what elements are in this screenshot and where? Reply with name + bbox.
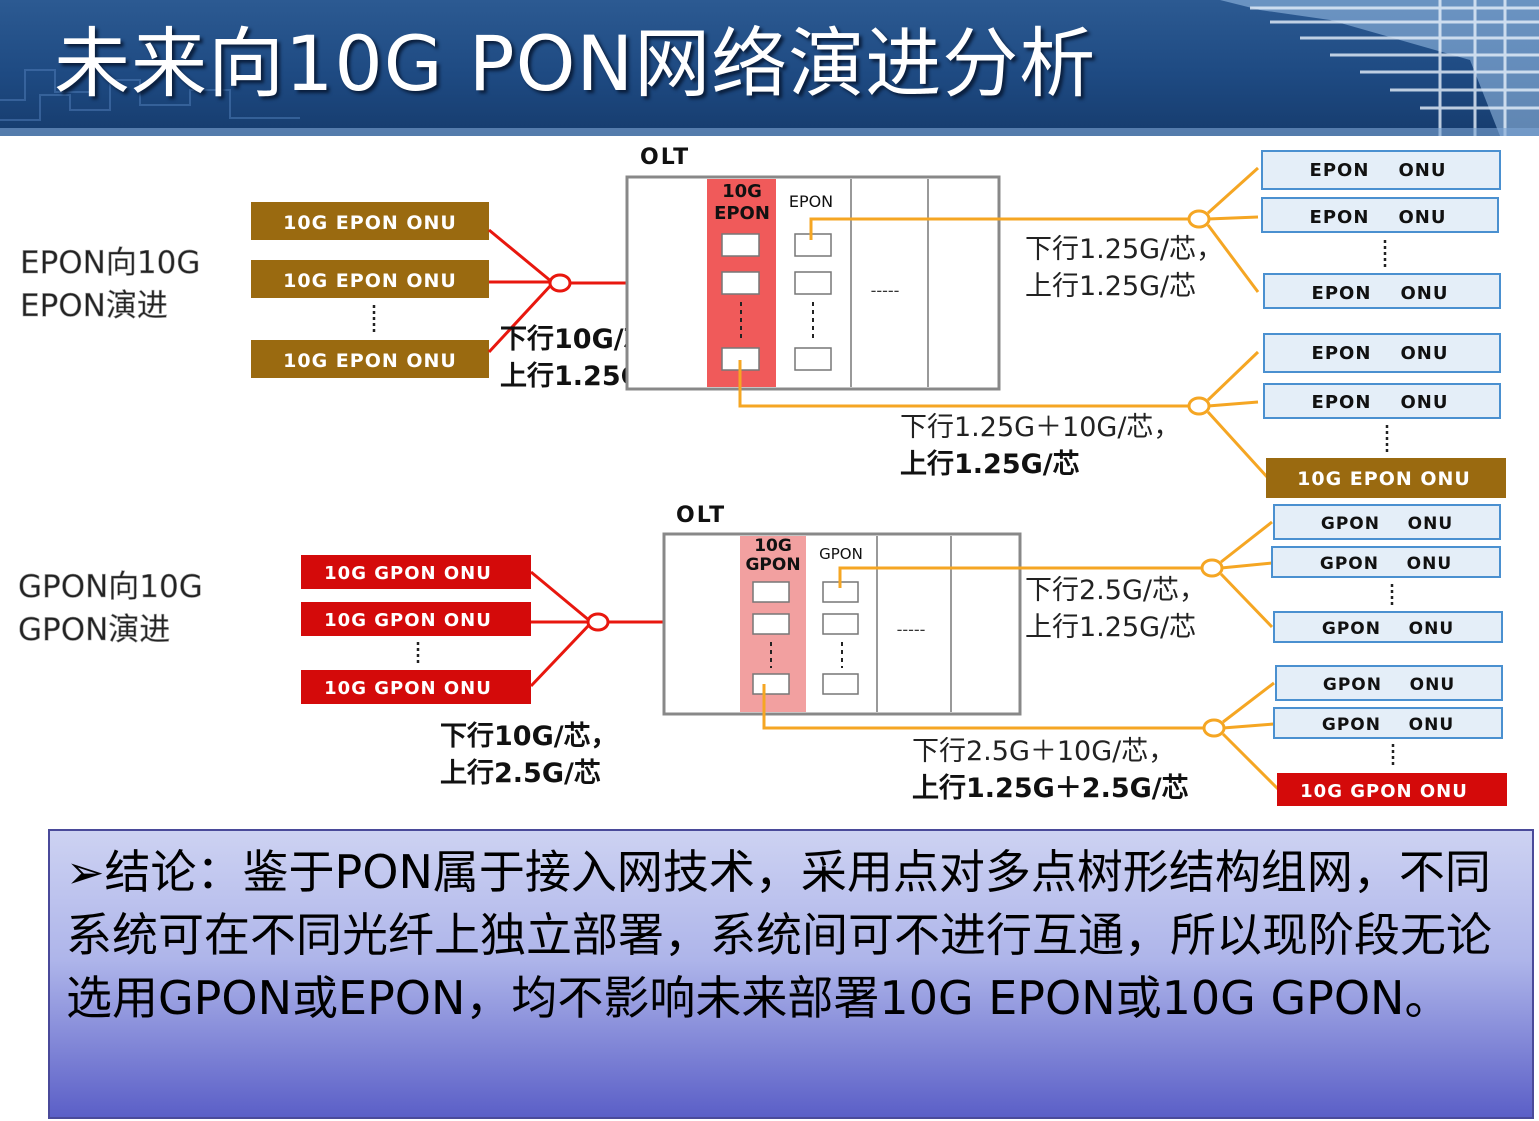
epon-right-onu-2: EPON ONU bbox=[1261, 197, 1499, 233]
gpon-right-top-rate-line2: 上行1.25G/芯 bbox=[1025, 612, 1196, 643]
epon-right-bottom-rate-line2: 上行1.25G/芯 bbox=[900, 448, 1080, 480]
epon-right-onu-6: 10G EPON ONU bbox=[1266, 458, 1506, 498]
epon-right-onu-5: EPON ONU bbox=[1263, 383, 1501, 419]
epon-right-onu-1-label: EPON ONU bbox=[1310, 160, 1447, 181]
gpon-port bbox=[822, 673, 859, 695]
gpon-left-onu-1: 10G GPON ONU bbox=[301, 555, 531, 589]
epon-right-onu-3: EPON ONU bbox=[1263, 273, 1501, 309]
epon-right-onu-1: EPON ONU bbox=[1261, 150, 1501, 190]
epon-splitter-icon bbox=[1187, 209, 1211, 229]
gpon-olt-chassis: 10G GPON GPON ----- bbox=[662, 532, 1022, 716]
gpon-olt-dashes: ----- bbox=[897, 620, 926, 639]
epon-right-onu-5-label: EPON ONU bbox=[1312, 392, 1449, 413]
epon-port bbox=[794, 271, 832, 295]
epon-olt-label: OLT bbox=[640, 145, 690, 170]
epon-left-onu-3: 10G EPON ONU bbox=[251, 340, 489, 378]
gpon-section-label-line1: GPON向10G bbox=[18, 569, 203, 605]
epon-port bbox=[794, 233, 832, 257]
epon-fiber-lines bbox=[738, 166, 1270, 480]
conclusion-box: ➢结论：鉴于PON属于接入网技术，采用点对多点树形结构组网，不同系统可在不同光纤… bbox=[48, 829, 1534, 1119]
gpon-right-onu-5-label: GPON ONU bbox=[1322, 715, 1454, 735]
gpon-right-onu-3: GPON ONU bbox=[1273, 611, 1503, 643]
gpon-right-onu-6: 10G GPON ONU bbox=[1277, 773, 1507, 806]
gpon-left-rate-line2: 上行2.5G/芯 bbox=[440, 757, 601, 789]
gpon-left-onu-3-label: 10G GPON ONU bbox=[324, 678, 492, 699]
epon-10g-port bbox=[721, 271, 760, 295]
epon-right-onu-4: EPON ONU bbox=[1263, 333, 1501, 373]
gpon-10g-slot-label-line2: GPON bbox=[745, 555, 800, 575]
gpon-olt-label: OLT bbox=[676, 503, 726, 528]
gpon-left-onu-3: 10G GPON ONU bbox=[301, 670, 531, 704]
gpon-right-onu-2: GPON ONU bbox=[1271, 546, 1501, 578]
epon-olt-chassis: 10G EPON EPON ----- bbox=[625, 175, 1001, 391]
gpon-left-onu-2: 10G GPON ONU bbox=[301, 602, 531, 636]
epon-10g-slot-label-line1: 10G bbox=[722, 181, 762, 202]
gpon-right-onu-3-label: GPON ONU bbox=[1322, 619, 1454, 639]
gpon-10g-port bbox=[752, 581, 790, 603]
epon-right-onu-4-label: EPON ONU bbox=[1312, 343, 1449, 364]
epon-left-onu-1: 10G EPON ONU bbox=[251, 202, 489, 240]
epon-left-onu-1-label: 10G EPON ONU bbox=[283, 212, 457, 234]
gpon-left-rate-line1: 下行10G/芯， bbox=[440, 720, 618, 752]
epon-right-top-rate-line2: 上行1.25G/芯 bbox=[1025, 271, 1196, 302]
gpon-splitter-icon bbox=[1200, 558, 1224, 578]
epon-10g-slot-label-line2: EPON bbox=[714, 203, 770, 224]
gpon-left-onu-1-label: 10G GPON ONU bbox=[324, 563, 492, 584]
epon-10g-port bbox=[721, 233, 760, 257]
gpon-10g-port bbox=[752, 673, 790, 695]
gpon-10g-splitter-icon bbox=[586, 612, 610, 632]
evolution-diagram: EPON向10G EPON演进 10G EPON ONU 10G EPON ON… bbox=[18, 145, 1507, 806]
epon-10g-splitter-icon bbox=[548, 273, 572, 293]
epon-port bbox=[794, 347, 832, 371]
gpon-right-onu-4-label: GPON ONU bbox=[1323, 675, 1455, 695]
gpon-right-onu-1-label: GPON ONU bbox=[1321, 514, 1453, 534]
gpon-slot-label: GPON bbox=[819, 545, 863, 563]
title-banner: 未来向10G PON网络演进分析 bbox=[0, 0, 1539, 136]
gpon-mixed-splitter-icon bbox=[1202, 718, 1226, 738]
city-skyline-graphic bbox=[0, 0, 1539, 136]
epon-left-onu-3-label: 10G EPON ONU bbox=[283, 350, 457, 372]
gpon-right-onu-2-label: GPON ONU bbox=[1320, 554, 1452, 574]
epon-mixed-splitter-icon bbox=[1187, 396, 1211, 416]
epon-section-label-line2: EPON演进 bbox=[20, 288, 168, 324]
gpon-fiber-lines bbox=[762, 520, 1280, 791]
gpon-right-onu-5: GPON ONU bbox=[1273, 707, 1503, 739]
epon-left-onu-2: 10G EPON ONU bbox=[251, 260, 489, 298]
gpon-right-bottom-rate-line1: 下行2.5G＋10G/芯， bbox=[912, 736, 1175, 767]
gpon-port bbox=[822, 613, 859, 635]
epon-right-onu-3-label: EPON ONU bbox=[1312, 283, 1449, 304]
gpon-right-onu-6-label: 10G GPON ONU bbox=[1300, 781, 1468, 802]
gpon-right-top-rate-line1: 下行2.5G/芯， bbox=[1025, 575, 1206, 606]
epon-right-onu-2-label: EPON ONU bbox=[1310, 207, 1447, 228]
epon-left-onu-2-label: 10G EPON ONU bbox=[283, 270, 457, 292]
epon-right-onu-6-label: 10G EPON ONU bbox=[1297, 468, 1471, 490]
epon-section-label-line1: EPON向10G bbox=[20, 245, 200, 281]
epon-right-bottom-rate-line1: 下行1.25G＋10G/芯， bbox=[900, 412, 1180, 443]
slide-title: 未来向10G PON网络演进分析 bbox=[54, 19, 1097, 108]
conclusion-text: ➢结论：鉴于PON属于接入网技术，采用点对多点树形结构组网，不同系统可在不同光纤… bbox=[66, 845, 1492, 1025]
gpon-right-bottom-rate-line2: 上行1.25G＋2.5G/芯 bbox=[912, 772, 1189, 804]
gpon-right-onu-4: GPON ONU bbox=[1275, 665, 1503, 701]
gpon-10g-slot-label-line1: 10G bbox=[754, 536, 792, 556]
epon-slot-label: EPON bbox=[789, 192, 833, 211]
gpon-left-onu-2-label: 10G GPON ONU bbox=[324, 610, 492, 631]
epon-right-top-rate-line1: 下行1.25G/芯， bbox=[1025, 234, 1223, 265]
gpon-10g-port bbox=[752, 613, 790, 635]
epon-olt-dashes: ----- bbox=[871, 281, 900, 300]
gpon-right-onu-1: GPON ONU bbox=[1273, 504, 1501, 540]
gpon-section-label-line2: GPON演进 bbox=[18, 612, 170, 648]
